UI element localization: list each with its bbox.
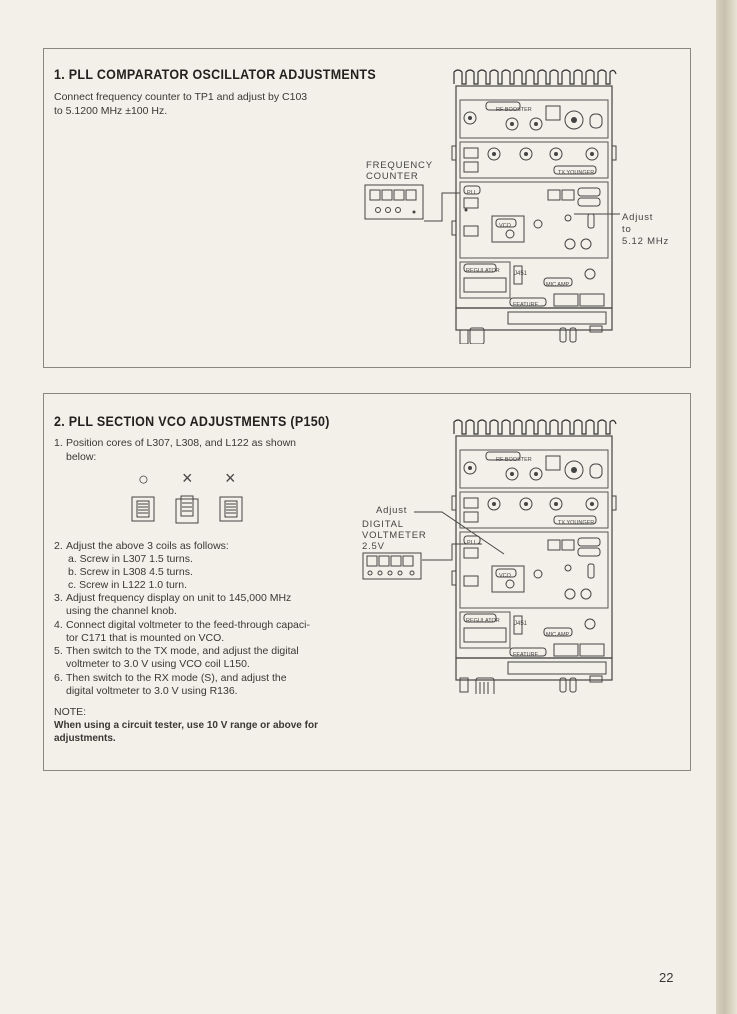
mic-amp-label: MIC AMP [546, 282, 570, 288]
vco-label: VCO [499, 223, 511, 229]
voltmeter-label: VOLTMETER [362, 530, 427, 541]
vco-label: VCO [499, 573, 511, 579]
frequency-counter-device [364, 184, 424, 220]
substep-c: c. Screw in L122 1.0 turn. [68, 579, 188, 591]
tx-younger-label: TX YOUNGER [558, 520, 595, 526]
section-1-text-line-1: Connect frequency counter to TP1 and adj… [54, 91, 308, 103]
counter-label: COUNTER [366, 171, 419, 182]
note-label: NOTE: [54, 706, 87, 718]
tx-younger-label: TX YOUNGER [558, 170, 595, 176]
rf-booster-label: RF BOOSTER [496, 107, 532, 113]
digital-label: DIGITAL [362, 519, 404, 530]
frequency-label: FREQUENCY [366, 160, 433, 171]
regulator-label: REGULATOR [466, 618, 500, 624]
digital-voltmeter-device [362, 552, 422, 580]
feature-label: FEATURE [513, 302, 539, 308]
to-label: to [622, 224, 632, 235]
section-pll-comparator: 1. PLL COMPARATOR OSCILLATOR ADJUSTMENTS… [43, 48, 691, 368]
section-1-text-line-2: to 5.1200 MHz ±100 Hz. [54, 105, 168, 117]
page-edge [716, 0, 737, 1014]
core-position-circle-icon: ○ [138, 469, 149, 489]
j451-label: J451 [514, 621, 528, 627]
radio-board-diagram [451, 69, 617, 344]
substep-a: a. Screw in L307 1.5 turns. [68, 553, 193, 565]
coil-diagram [131, 495, 243, 524]
adjust-label: Adjust [376, 505, 408, 516]
core-position-cross-icon: × [182, 468, 193, 488]
feature-label: FEATURE [513, 652, 539, 658]
counter-wire [424, 192, 460, 222]
voltage-label: 2.5V [362, 541, 385, 552]
frequency-value-label: 5.12 MHz [622, 236, 670, 247]
mic-amp-label: MIC AMP [546, 632, 570, 638]
j451-label: J451 [514, 271, 528, 277]
substep-b: b. Screw in L308 4.5 turns. [68, 566, 193, 578]
pll-label: PLL [467, 190, 477, 196]
rf-booster-label: RF BOOSTER [496, 457, 532, 463]
note-text-line-1: When using a circuit tester, use 10 V ra… [54, 720, 318, 731]
note-text-line-2: adjustments. [54, 733, 116, 744]
section-2-title: 2. PLL SECTION VCO ADJUSTMENTS (P150) [54, 414, 330, 430]
section-1-title: 1. PLL COMPARATOR OSCILLATOR ADJUSTMENTS [54, 67, 376, 83]
radio-board-diagram [451, 419, 617, 694]
section-vco-adjustments: 2. PLL SECTION VCO ADJUSTMENTS (P150) 1.… [43, 393, 691, 771]
adjust-label: Adjust [622, 212, 654, 223]
core-position-cross-icon: × [225, 468, 236, 488]
regulator-label: REGULATOR [466, 268, 500, 274]
pll-label: PLL [467, 540, 477, 546]
page-number: 22 [659, 970, 674, 985]
